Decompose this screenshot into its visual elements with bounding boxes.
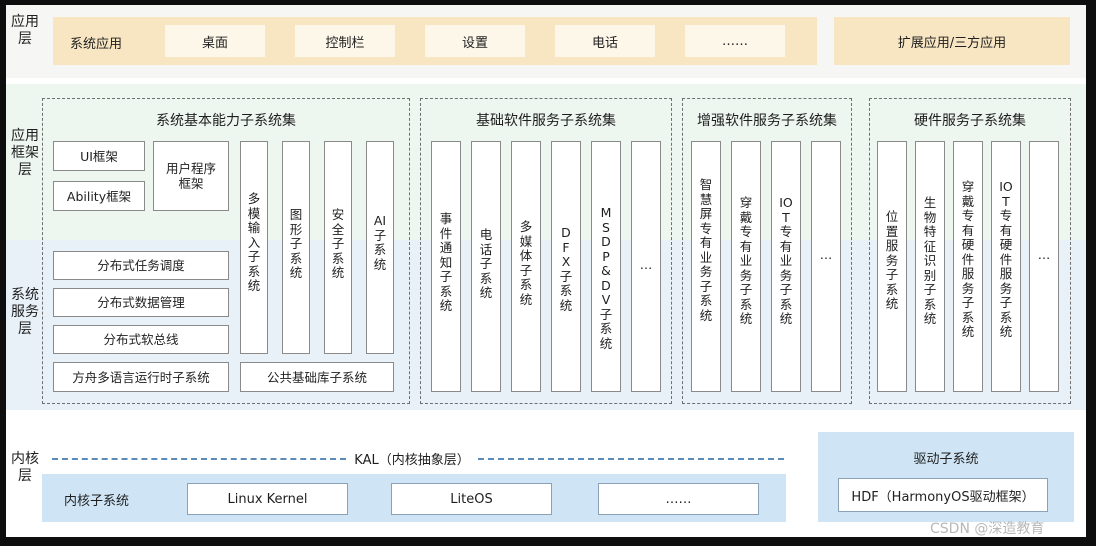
- kal-divider-left: [52, 458, 346, 460]
- location-service-subsystem: 位置服务子系统: [877, 141, 907, 392]
- wearable-business-subsystem: 穿戴专有业务子系统: [731, 141, 761, 392]
- telephony-subsystem: 电话子系统: [471, 141, 501, 392]
- basic-software-services-title: 基础软件服务子系统集: [476, 113, 616, 129]
- layer-label-kernel: 内核层: [11, 451, 39, 484]
- ai-subsystem: AI子系统: [366, 141, 394, 354]
- kernel-more: ……: [598, 483, 759, 515]
- linux-kernel: Linux Kernel: [187, 483, 348, 515]
- graphics-subsystem: 图形子系统: [282, 141, 310, 354]
- user-program-framework: 用户程序框架: [153, 141, 229, 211]
- liteos: LiteOS: [391, 483, 552, 515]
- hdf-framework: HDF（HarmonyOS驱动框架）: [838, 478, 1048, 512]
- app-more: ……: [685, 25, 785, 57]
- multimodal-input-subsystem: 多模输入子系统: [240, 141, 268, 354]
- enhanced-more: …: [811, 141, 841, 392]
- layer-label-app: 应用层: [11, 14, 39, 47]
- software-more: …: [631, 141, 661, 392]
- app-desktop: 桌面: [165, 25, 265, 57]
- smart-screen-subsystem: 智慧屏专有业务子系统: [691, 141, 721, 392]
- security-subsystem: 安全子系统: [324, 141, 352, 354]
- layer-label-framework: 应用框架层: [11, 128, 39, 178]
- enhanced-software-services-group: [682, 98, 852, 404]
- system-apps-title: 系统应用: [70, 37, 123, 52]
- msdp-dv-subsystem: MSDP&DV子系统: [591, 141, 621, 392]
- hardware-services-title: 硬件服务子系统集: [914, 113, 1026, 129]
- wearable-hardware-subsystem: 穿戴专有硬件服务子系统: [953, 141, 983, 392]
- multimedia-subsystem: 多媒体子系统: [511, 141, 541, 392]
- watermark: CSDN @深造教育: [930, 521, 1045, 537]
- basic-software-services-group: [420, 98, 672, 404]
- app-settings: 设置: [425, 25, 525, 57]
- event-notification-subsystem: 事件通知子系统: [431, 141, 461, 392]
- biometric-recognition-subsystem: 生物特征识别子系统: [915, 141, 945, 392]
- dfx-subsystem: DFX子系统: [551, 141, 581, 392]
- ui-framework: UI框架: [53, 141, 145, 171]
- iot-hardware-subsystem: IOT专有硬件服务子系统: [991, 141, 1021, 392]
- distributed-soft-bus: 分布式软总线: [53, 325, 229, 354]
- distributed-data-management: 分布式数据管理: [53, 288, 229, 317]
- common-base-library-subsystem: 公共基础库子系统: [240, 362, 394, 392]
- kal-label: KAL（内核抽象层）: [354, 453, 470, 468]
- ability-framework: Ability框架: [53, 181, 145, 211]
- app-phone: 电话: [555, 25, 655, 57]
- driver-subsystem-title: 驱动子系统: [913, 452, 979, 467]
- basic-capability-title: 系统基本能力子系统集: [156, 113, 296, 129]
- extension-apps: 扩展应用/三方应用: [834, 17, 1070, 65]
- hardware-services-group: [869, 98, 1071, 404]
- ark-runtime-subsystem: 方舟多语言运行时子系统: [53, 362, 229, 392]
- hardware-more: …: [1029, 141, 1059, 392]
- layer-label-system: 系统服务层: [11, 287, 39, 337]
- app-control-bar: 控制栏: [295, 25, 395, 57]
- distributed-task-scheduling: 分布式任务调度: [53, 251, 229, 280]
- kernel-subsystem-title: 内核子系统: [64, 494, 130, 509]
- enhanced-software-services-title: 增强软件服务子系统集: [697, 113, 837, 129]
- basic-capability-group: [42, 98, 410, 404]
- iot-business-subsystem: IOT专有业务子系统: [771, 141, 801, 392]
- kal-divider-right: [478, 458, 784, 460]
